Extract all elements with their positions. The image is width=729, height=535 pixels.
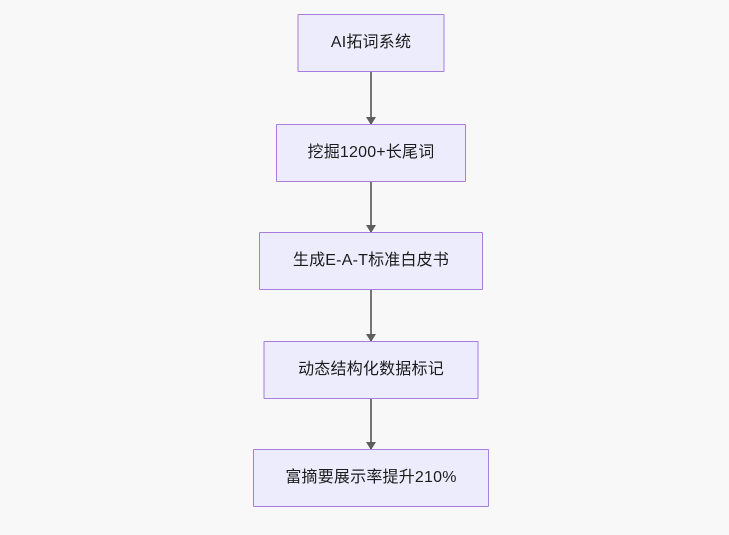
flowchart-node-5-label: 富摘要展示率提升210% [285,469,457,487]
flowchart-node-1[interactable]: AI拓词系统 [297,14,445,72]
flowchart-edge-2-to-3 [365,182,377,233]
flowchart-node-4[interactable]: 动态结构化数据标记 [263,341,479,399]
flowchart-node-2-label: 挖掘1200+长尾词 [307,144,435,162]
flowchart-node-4-label: 动态结构化数据标记 [298,361,444,379]
arrow-down-icon [366,442,376,450]
arrow-down-icon [366,225,376,233]
flowchart-node-3[interactable]: 生成E-A-T标准白皮书 [259,232,483,290]
flowchart-node-1-label: AI拓词系统 [330,34,412,52]
edge-line [370,72,372,124]
flowchart-node-3-label: 生成E-A-T标准白皮书 [292,252,450,270]
flowchart-node-2[interactable]: 挖掘1200+长尾词 [276,124,466,182]
arrow-down-icon [366,334,376,342]
edge-line [370,290,372,341]
flowchart-edge-1-to-2 [365,72,377,125]
edge-line [370,182,372,232]
flowchart-node-5[interactable]: 富摘要展示率提升210% [253,449,489,507]
arrow-down-icon [366,117,376,125]
flowchart-edge-3-to-4 [365,290,377,342]
edge-line [370,399,372,449]
flowchart-edge-4-to-5 [365,399,377,450]
